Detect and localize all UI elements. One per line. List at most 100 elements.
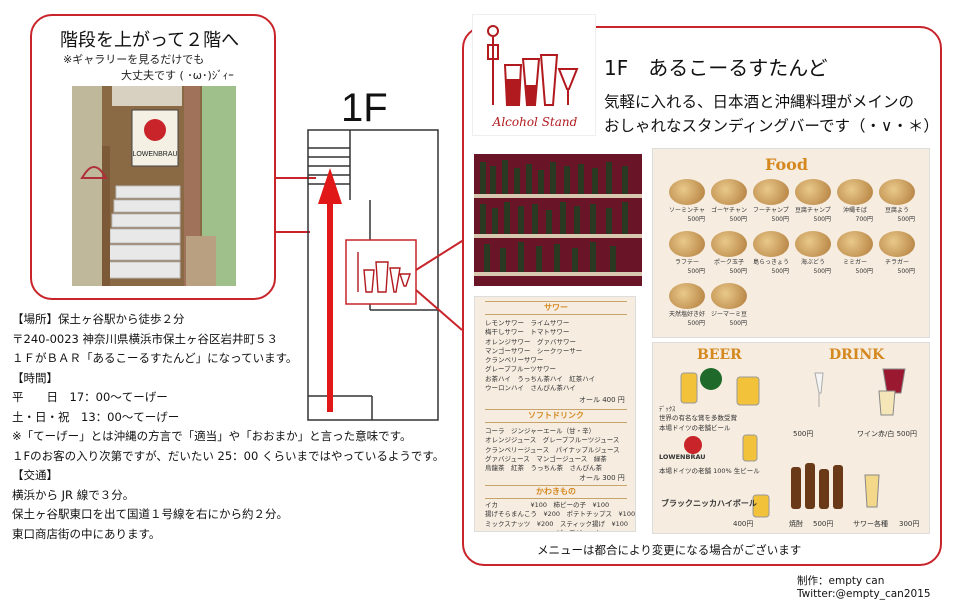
food-name: 海ぶどう <box>800 259 825 266</box>
food-price: 500円 <box>729 320 747 327</box>
drinks-menu: サワー レモンサワー ライムサワー 梅干しサワー トマトサワー オレンジサワー … <box>474 296 636 532</box>
food-name: 天然塩好き好く <box>669 311 705 318</box>
wine-price: ワイン赤/白 500円 <box>857 430 917 438</box>
place-heading: 【場所】保土ヶ谷駅から徒歩２分 <box>12 312 185 326</box>
credit-line1: 制作：empty can <box>797 575 885 587</box>
access-line3: 東口商店街の中にあります。 <box>12 526 161 541</box>
food-name: 島らっきょう <box>753 259 789 266</box>
stairs-title: 階段を上がって２階へ <box>60 30 240 51</box>
sour-items: レモンサワー ライムサワー 梅干しサワー トマトサワー オレンジサワー グァバサ… <box>485 319 596 393</box>
food-item: 海ぶどう 500円 <box>795 231 831 275</box>
food-photo <box>711 231 747 257</box>
food-photo <box>711 283 747 309</box>
access-line1: 横浜から JR 線で３分。 <box>12 487 135 502</box>
food-price: 500円 <box>897 268 915 275</box>
beer-drink-illustration <box>680 368 906 518</box>
food-photo <box>669 283 705 309</box>
food-photo <box>837 231 873 257</box>
food-name: ポーク玉子 <box>713 259 744 266</box>
shochu-label: 焼酎 <box>789 520 803 528</box>
bar-note: １ＦがＢＡＲ「あるこーるすたんど」になっています。 <box>12 351 298 365</box>
food-photo <box>669 231 705 257</box>
sour-heading: サワー <box>485 301 627 315</box>
banner-text: LOWENBRAU <box>132 151 177 158</box>
food-name: ジーマーミ豆腐 <box>711 311 747 318</box>
food-photo <box>753 231 789 257</box>
shop-logo: Alcohol Stand <box>472 14 596 136</box>
food-title: Food <box>765 155 809 174</box>
food-name: チラガー <box>884 259 909 266</box>
food-name: 豆腐チャンプルー <box>795 207 831 214</box>
food-price: 500円 <box>771 216 789 223</box>
food-price: 500円 <box>813 268 831 275</box>
stairs-note-line1: ※ギャラリーを見るだけでも <box>63 53 205 66</box>
food-price: 500円 <box>813 216 831 223</box>
food-item: ソーミンチャンプルー 500円 <box>669 179 705 223</box>
soft-drink-price: オール 300 円 <box>579 474 625 482</box>
food-price: 500円 <box>729 216 747 223</box>
food-photo <box>795 179 831 205</box>
snack-heading: かわきもの <box>485 485 627 499</box>
food-item: ミミガー 500円 <box>837 231 873 275</box>
soft-drink-items: コーラ ジンジャーエール（甘・辛） オレンジジュース グレープフルーツジュース … <box>485 427 620 473</box>
access-heading: 【交通】 <box>12 468 58 482</box>
food-price: 500円 <box>897 216 915 223</box>
food-price: 500円 <box>687 216 705 223</box>
highball-label: ブラックニッカハイボール <box>661 499 757 508</box>
info-block: 【場所】保土ヶ谷駅から徒歩２分 〒240-0023 神奈川県横浜市保土ヶ谷区岩井… <box>12 310 462 544</box>
close-note: １Fのお客の入り次第ですが、だいたい 25：00 くらいまではやっているようです… <box>12 448 445 463</box>
sour-price: オール 400 円 <box>579 396 625 404</box>
food-name: ミミガー <box>842 259 867 266</box>
food-price: 500円 <box>855 268 873 275</box>
teege-note: ※「てーげー」とは沖縄の方言で「適当」や「おおまか」と言った意味です。 <box>12 429 412 443</box>
food-menu: Food ソーミンチャンプルー500円ゴーヤチャンプルー500円フーチャンプルー… <box>652 148 930 338</box>
floor-label: 1F <box>341 86 388 130</box>
food-name: ソーミンチャンプルー <box>669 207 705 214</box>
bottles-photo <box>474 154 642 286</box>
shop-desc-line2: おしゃれなスタンディングバーです（・∨・＊） <box>604 117 939 135</box>
food-photo <box>669 179 705 205</box>
address: 〒240-0023 神奈川県横浜市保土ヶ谷区岩井町５３ <box>12 331 279 346</box>
sour-set-label: サワー各種 <box>853 520 888 528</box>
food-item: ジーマーミ豆腐 500円 <box>711 283 747 327</box>
credit-line2: Twitter:@empty_can2015 <box>797 588 931 600</box>
shop-desc-line1: 気軽に入れる、日本酒と沖縄料理がメインの <box>604 93 915 111</box>
soft-drink-heading: ソフトドリンク <box>485 409 627 423</box>
weekday-hours: 平 日 17：00～てーげー <box>12 390 168 404</box>
shop-title: 1F あるこーるすたんど <box>604 56 828 80</box>
logo-text: Alcohol Stand <box>492 115 578 129</box>
food-photo <box>795 231 831 257</box>
food-item: チラガー 500円 <box>879 231 915 275</box>
food-name: ゴーヤチャンプルー <box>711 207 747 214</box>
food-name: ラフテー <box>674 259 699 266</box>
food-name: 沖縄そば <box>842 207 867 214</box>
hours-heading: 【時間】 <box>12 370 58 385</box>
menu-change-note: メニューは都合により変更になる場合がございます <box>537 543 802 557</box>
food-item: 天然塩好き好く 500円 <box>669 283 705 327</box>
shochu-price: 500円 <box>813 520 834 528</box>
food-price: 500円 <box>687 320 705 327</box>
food-photo <box>711 179 747 205</box>
food-photo <box>753 179 789 205</box>
food-item: ラフテー 500円 <box>669 231 705 275</box>
snack-items: イカ ¥100 柿ピーの子 ¥100 揚げそらまんこう ¥200 ポテトチップス… <box>485 501 636 531</box>
sour-set-price: 300円 <box>899 520 920 528</box>
beer-drink-menu: BEER DRINK ﾃﾞｯｸｽ 世界の有名な賞を多数受賞 本場ドイツの老舗ビー… <box>652 342 930 534</box>
stairs-photo: LOWENBRAU <box>72 86 236 286</box>
food-name: フーチャンプルー <box>753 207 789 214</box>
highball-price: 400円 <box>733 520 754 528</box>
lowenbrau-note: 本場ドイツの老舗 100% 生ビール <box>659 467 760 475</box>
food-item: ゴーヤチャンプルー 500円 <box>711 179 747 223</box>
food-price: 500円 <box>729 268 747 275</box>
drink-title: DRINK <box>829 347 885 363</box>
food-photo <box>879 179 915 205</box>
food-photo <box>837 179 873 205</box>
food-price: 500円 <box>687 268 705 275</box>
beer-title: BEER <box>697 347 742 363</box>
stairs-note-line2: 大丈夫です ( ･ω･)ｼﾞｨｰ <box>121 69 234 82</box>
glass-price: 500円 <box>793 430 814 438</box>
access-line2: 保土ヶ谷駅東口を出て国道１号線を右にから約２分。 <box>12 507 288 521</box>
food-item: 豆腐チャンプルー 500円 <box>795 179 831 223</box>
